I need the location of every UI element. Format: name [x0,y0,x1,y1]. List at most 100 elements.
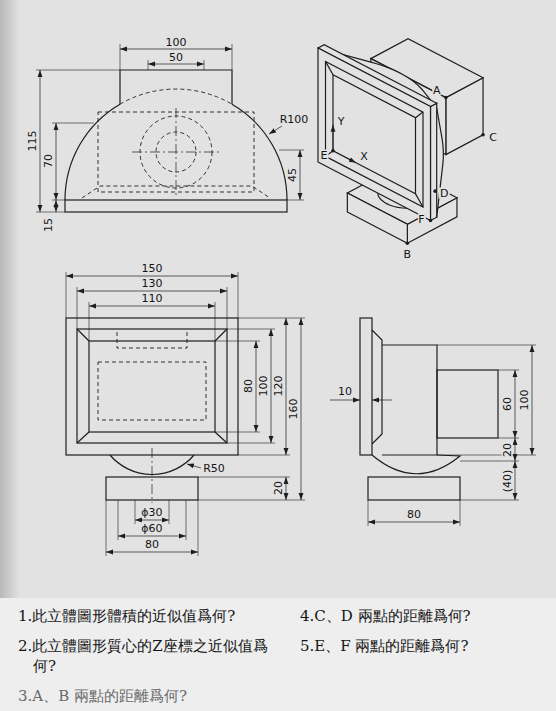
dimension-line [36,70,120,71]
dimension-line [198,477,290,478]
dimension-line [227,443,275,444]
dimension-text: R50 [202,463,226,474]
dimension-line [135,520,169,521]
front-view [77,329,89,341]
point-label: E [320,149,329,160]
top-view [176,108,177,196]
front-view [152,448,153,503]
dimension-line [120,49,232,50]
question-text: 5.E、F 兩點的距離爲何? [300,636,555,656]
dimension-text: 50 [168,52,184,63]
dimension-text: 160 [288,398,299,421]
top-view [65,104,120,200]
dimension-line [169,500,170,524]
dimension-line [52,123,94,124]
dimension-text: 100 [519,389,530,412]
dimension-text: 115 [27,130,38,153]
dimension-line [372,400,392,401]
dimension-line [106,552,198,553]
point-dot [444,96,448,100]
dimension-text: 80 [406,509,422,520]
dimension-line [66,272,67,318]
dimension-line [106,500,107,556]
top-view [120,70,232,104]
axis-arrow [333,151,356,163]
dimension-line [532,345,533,455]
axis-label: Y [337,115,346,126]
dimension-line [269,126,282,134]
front-view [66,318,238,455]
dimension-line [198,500,199,556]
dimension-line [52,200,65,201]
dimension-line [56,123,57,200]
dimension-line [66,276,238,277]
dimension-line [368,522,460,523]
dimension-line [232,44,233,70]
top-view [120,89,232,104]
axis-arrow [333,125,334,151]
page-ground [0,0,20,598]
dimension-text: R100 [279,114,310,125]
dimension-line [215,302,216,341]
dimension-line [300,150,301,200]
dimension-text: 130 [141,278,164,289]
side-view [360,318,372,455]
dimension-line [238,272,239,318]
dimension-text: 20 [273,480,284,496]
dimension-line [330,400,360,401]
frame-bevel [326,61,334,74]
dimension-text: 110 [141,293,164,304]
dimension-line [271,329,272,443]
point-dot [433,189,437,193]
dimension-line [215,341,260,342]
dimension-line [118,536,186,537]
dimension-line [66,272,305,556]
dimension-text: 100 [258,375,269,398]
dimension-line [215,432,260,433]
question-text: 4.C、D 兩點的距離爲何? [300,606,555,626]
front-view [117,332,187,348]
frame-bevel [416,194,424,207]
point-dot [331,149,335,153]
frame-bevel [416,112,424,118]
dimension-text: ϕ60 [140,523,163,534]
dimension-line [515,370,516,438]
dimension-text: 60 [502,396,513,412]
question-text: 3.A、B 兩點的距離爲何? [18,686,293,706]
dimension-line [238,455,290,456]
point-label: A [432,84,442,95]
dimension-line [40,70,41,212]
dimension-text: 120 [273,375,284,398]
dimension-text: 80 [243,378,254,394]
dimension-line [198,500,305,501]
front-view [77,432,89,443]
question-text: 2.此立體圖形質心的Z座標之近似值爲何? [18,636,273,677]
dimension-line [77,291,227,292]
top-view [82,186,270,198]
side-view [437,370,498,438]
front-view [215,329,227,341]
front-frame [431,103,437,220]
front-frame [318,48,431,221]
dimension-line [135,500,136,524]
front-view [77,329,227,443]
dimension-line [460,500,519,501]
dimension-line [56,200,57,212]
side-view [372,330,382,444]
dimension-line [89,302,90,341]
front-view [89,341,215,432]
point-label: F [417,213,425,224]
point-label: C [488,131,498,142]
dimension-line [227,287,228,329]
dimension-line [36,44,304,212]
dimension-line [515,438,516,461]
question-text: 1.此立體圖形體積的近似值爲何? [18,606,293,626]
dimension-line [148,64,204,65]
dimension-line [460,461,519,462]
top-view [65,200,287,212]
point-dot [429,219,433,223]
screen [333,75,416,194]
dimension-line [437,345,536,346]
